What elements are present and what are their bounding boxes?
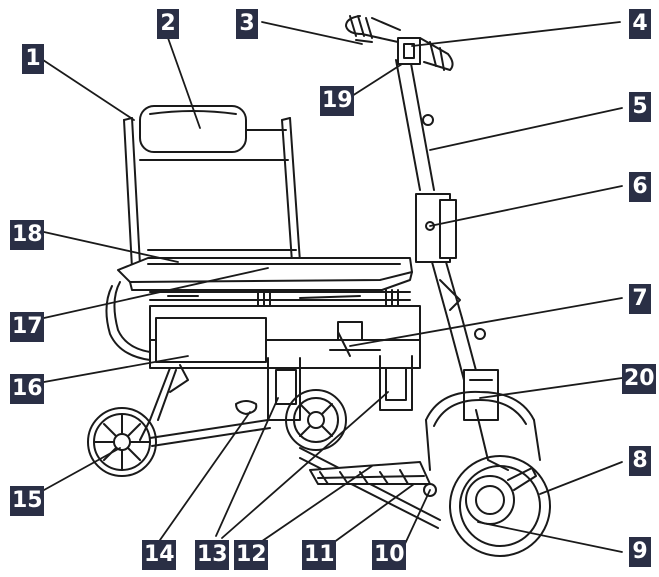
callout-3: 3	[236, 9, 258, 39]
callout-9: 9	[629, 537, 651, 567]
leader-17	[43, 267, 269, 319]
callout-18: 18	[10, 220, 44, 250]
callout-14: 14	[142, 540, 176, 570]
hinge-bracket	[329, 321, 381, 357]
callout-19: 19	[320, 86, 354, 116]
callout-10: 10	[372, 540, 406, 570]
callout-15: 15	[10, 486, 44, 516]
callout-1: 1	[22, 44, 44, 74]
leader-4	[411, 21, 621, 47]
front-wheel	[449, 455, 551, 557]
callout-2: 2	[157, 9, 179, 39]
leader-5	[429, 107, 623, 151]
leader-2	[167, 37, 201, 129]
callout-8: 8	[629, 446, 651, 476]
seat-rails	[149, 289, 411, 306]
frame-box	[105, 281, 421, 369]
leader-14	[159, 411, 251, 541]
leader-10	[403, 489, 431, 547]
leader-lines	[39, 21, 623, 553]
leader-20	[479, 377, 623, 399]
middle-wheel	[285, 389, 347, 451]
rear-wheel-arm	[139, 355, 413, 441]
leader-16	[43, 355, 189, 383]
steering-column	[395, 57, 499, 421]
leader-13b	[221, 391, 389, 539]
leader-11	[325, 483, 415, 549]
leader-12	[251, 465, 373, 549]
callout-20: 20	[622, 364, 656, 394]
leader-7	[349, 297, 623, 347]
callout-13: 13	[195, 540, 229, 570]
callout-11: 11	[302, 540, 336, 570]
leader-1	[39, 57, 135, 121]
leader-19	[351, 63, 403, 97]
leader-8	[539, 461, 623, 495]
callout-12: 12	[234, 540, 268, 570]
leader-6	[429, 185, 623, 227]
backrest-pad	[139, 105, 247, 153]
handlebar	[345, 15, 454, 71]
leader-15	[43, 447, 121, 491]
leader-3	[261, 21, 363, 45]
leader-9	[477, 521, 623, 553]
left-wheel	[87, 407, 157, 477]
seat-cushion	[117, 257, 413, 291]
callout-4: 4	[629, 9, 651, 39]
callout-16: 16	[10, 374, 44, 404]
leader-13a	[215, 397, 279, 537]
leader-18	[43, 231, 179, 263]
lower-frame	[149, 400, 441, 529]
callout-17: 17	[10, 312, 44, 342]
callout-7: 7	[629, 284, 651, 314]
callout-6: 6	[629, 172, 651, 202]
callout-5: 5	[629, 92, 651, 122]
